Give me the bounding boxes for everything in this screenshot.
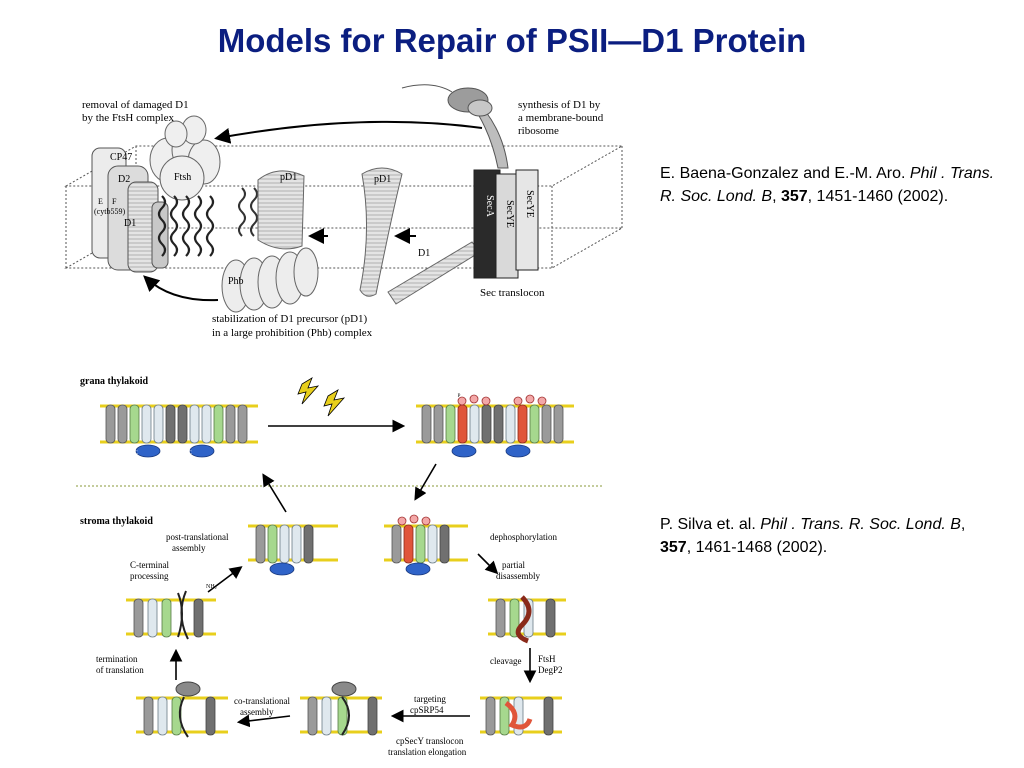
ftsh-complex <box>149 115 221 201</box>
grana-label: grana thylakoid <box>80 376 149 387</box>
phb-label: Phb <box>228 276 244 287</box>
oec-label-2: OEC <box>182 451 193 456</box>
d2-label: D2 <box>118 174 130 185</box>
phos-label-1: P <box>458 394 461 399</box>
process-arrows <box>143 120 483 302</box>
pd1-chain <box>359 167 403 297</box>
c-terminal-label-1: C-terminal <box>130 560 169 570</box>
termination-label-1: termination <box>96 654 138 664</box>
f-label: F <box>112 197 117 206</box>
psii-cleavage <box>485 696 554 736</box>
citation-silva: P. Silva et. al. Phil . Trans. R. Soc. L… <box>660 513 1000 559</box>
light-bolt-icon <box>297 377 346 417</box>
post-translational-label-2: assembly <box>172 543 206 553</box>
psii-monomer-phosphorylated <box>391 514 450 576</box>
pd1-label-a: pD1 <box>280 172 297 183</box>
d1-chain-label: D1 <box>418 248 430 259</box>
partial-label-1: partial <box>502 560 525 570</box>
co-translational-label-2: assembly <box>240 707 274 717</box>
psii-repair-cycle: grana thylakoid stroma thylakoid OEC OEC <box>76 376 602 757</box>
citation-2-sep: , <box>960 516 966 533</box>
d1-nascent-chain <box>387 241 481 305</box>
cleavage-label: cleavage <box>490 656 521 666</box>
cp47-label: CP47 <box>110 152 132 163</box>
d1-repair-schematic: CP47 D2 E F (cytb559) D1 Ftsh <box>64 84 624 339</box>
ftsh-label-1: FtsH <box>538 654 556 664</box>
psii-monomer-assembled <box>255 524 314 576</box>
sec-translocon <box>473 169 539 279</box>
targeting-label-1: targeting <box>414 694 446 704</box>
psii-termination <box>143 681 216 738</box>
stabilization-label-2: in a large prohibition (Phb) complex <box>212 327 373 339</box>
stabilization-label-1: stabilization of D1 precursor (pD1) <box>212 313 368 325</box>
cytb559-label: (cytb559) <box>94 207 125 216</box>
ftsh-label-2: DegP2 <box>538 665 563 675</box>
psii-dimer-damaged <box>421 394 564 458</box>
psii-dimer-intact <box>105 404 248 458</box>
pd1-label-b: pD1 <box>374 174 391 185</box>
d1-left-label: D1 <box>124 218 136 229</box>
psii-monomer-processing <box>133 590 204 640</box>
seca-label: SecA <box>484 195 495 217</box>
citation-1-sep: , <box>772 188 781 205</box>
post-translational-label-1: post-translational <box>166 532 229 542</box>
citation-1-journal: Phil . Trans. R. Soc. Lond. B <box>660 165 995 205</box>
targeting-label-2: cpSRP54 <box>410 705 444 715</box>
pd1-phb-complex <box>221 170 319 313</box>
cpsecy-label-1: cpSecY translocon <box>396 736 464 746</box>
stroma-label: stroma thylakoid <box>80 516 153 527</box>
e-label: E <box>98 197 103 206</box>
citation-2-journal: Phil . Trans. R. Soc. Lond. B <box>760 516 961 533</box>
cpsecy-label-2: translation elongation <box>388 747 467 757</box>
citation-baena-gonzalez: E. Baena-Gonzalez and E.-M. Aro. Phil . … <box>660 162 1000 208</box>
partial-label-2: disassembly <box>496 571 540 581</box>
citation-1-authors: E. Baena-Gonzalez and E.-M. Aro. <box>660 165 906 182</box>
psii-partial-disassembly <box>495 595 556 644</box>
psii-co-translational <box>307 681 378 736</box>
secye-label-1: SecYE <box>504 200 515 228</box>
ftsh-helices <box>157 195 215 257</box>
synthesis-label-2: a membrane-bound <box>518 112 604 124</box>
removal-label-1: removal of damaged D1 <box>82 99 189 111</box>
synthesis-label-3: ribosome <box>518 125 559 137</box>
co-translational-label-1: co-translational <box>234 696 290 706</box>
dephosphorylation-label: dephosphorylation <box>490 532 557 542</box>
c-terminal-label-2: processing <box>130 571 169 581</box>
citation-2-pages: , 1461-1468 (2002). <box>686 539 828 556</box>
removal-label-2: by the FtsH complex <box>82 112 174 124</box>
citation-1-pages: , 1451-1460 (2002). <box>807 188 949 205</box>
oec-label-1: OEC <box>128 451 139 456</box>
citation-2-volume: 357 <box>660 539 687 556</box>
ribosome <box>401 84 509 169</box>
termination-label-2: of translation <box>96 665 144 675</box>
secye-label-2: SecYE <box>524 190 535 218</box>
citation-2-authors: P. Silva et. al. <box>660 516 756 533</box>
citation-1-volume: 357 <box>780 188 808 205</box>
synthesis-label-1: synthesis of D1 by <box>518 99 601 111</box>
slide-title: Models for Repair of PSII—D1 Protein <box>217 22 807 59</box>
psii-complex <box>91 147 169 273</box>
sec-translocon-label: Sec translocon <box>480 287 545 299</box>
ftsh-label: Ftsh <box>174 172 191 183</box>
nh2-label: NH₂ <box>206 584 217 590</box>
cycle-arrows <box>169 419 537 728</box>
